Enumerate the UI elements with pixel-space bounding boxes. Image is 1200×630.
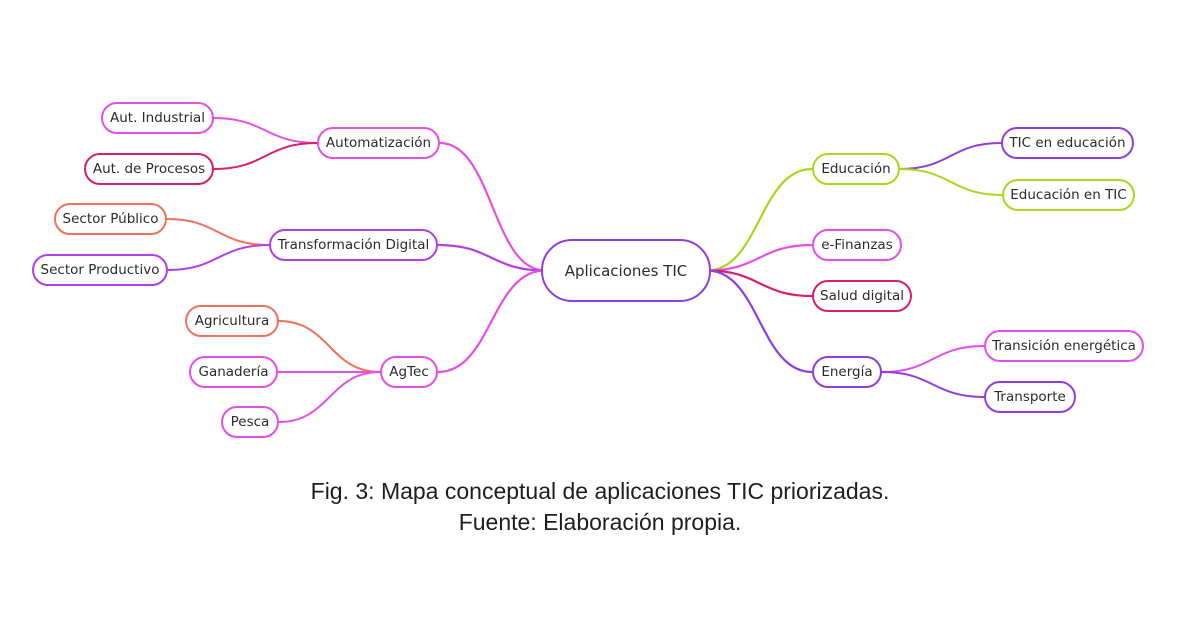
connector-line [705, 243, 814, 272]
connector-line [881, 371, 985, 398]
node-pesca: Pesca [221, 406, 279, 438]
connector-line [167, 244, 270, 271]
figure-caption: Fig. 3: Mapa conceptual de aplicaciones … [310, 478, 890, 504]
connector-line [438, 141, 547, 272]
connector-line [436, 243, 547, 272]
node-educacion-en-tic: Educación en TIC [1002, 179, 1135, 211]
connector-line [213, 142, 318, 170]
figure-source: Fuente: Elaboración propia. [458, 509, 742, 535]
connector-line [899, 142, 1002, 170]
connector-line [278, 320, 381, 373]
node-salud-digital: Salud digital [812, 280, 912, 312]
node-sector-publico: Sector Público [54, 203, 167, 235]
connector-line [881, 345, 985, 373]
node-aut-industrial: Aut. Industrial [101, 102, 214, 134]
connector-line [705, 269, 814, 298]
connector-line [705, 167, 814, 272]
connector-line [213, 117, 318, 144]
node-transporte: Transporte [984, 381, 1076, 413]
connector-line [278, 371, 381, 423]
connector-line [899, 168, 1003, 196]
node-agtec: AgTec [380, 356, 438, 388]
node-energia: Energía [812, 356, 882, 388]
node-transicion-energetica: Transición energética [984, 330, 1144, 362]
node-educacion: Educación [812, 153, 900, 185]
connector-line [705, 269, 814, 374]
connector-line [436, 269, 547, 374]
node-sector-productivo: Sector Productivo [32, 254, 168, 286]
node-e-finanzas: e-Finanzas [812, 229, 902, 261]
node-automatizacion: Automatización [317, 127, 440, 159]
node-transformacion-digital: Transformación Digital [269, 229, 438, 261]
node-aut-de-procesos: Aut. de Procesos [84, 153, 214, 185]
connector-line [166, 218, 270, 246]
node-tic-en-educacion: TIC en educación [1001, 127, 1134, 159]
node-agricultura: Agricultura [185, 305, 279, 337]
node-aplicaciones-tic: Aplicaciones TIC [541, 239, 711, 302]
node-ganaderia: Ganadería [189, 356, 278, 388]
